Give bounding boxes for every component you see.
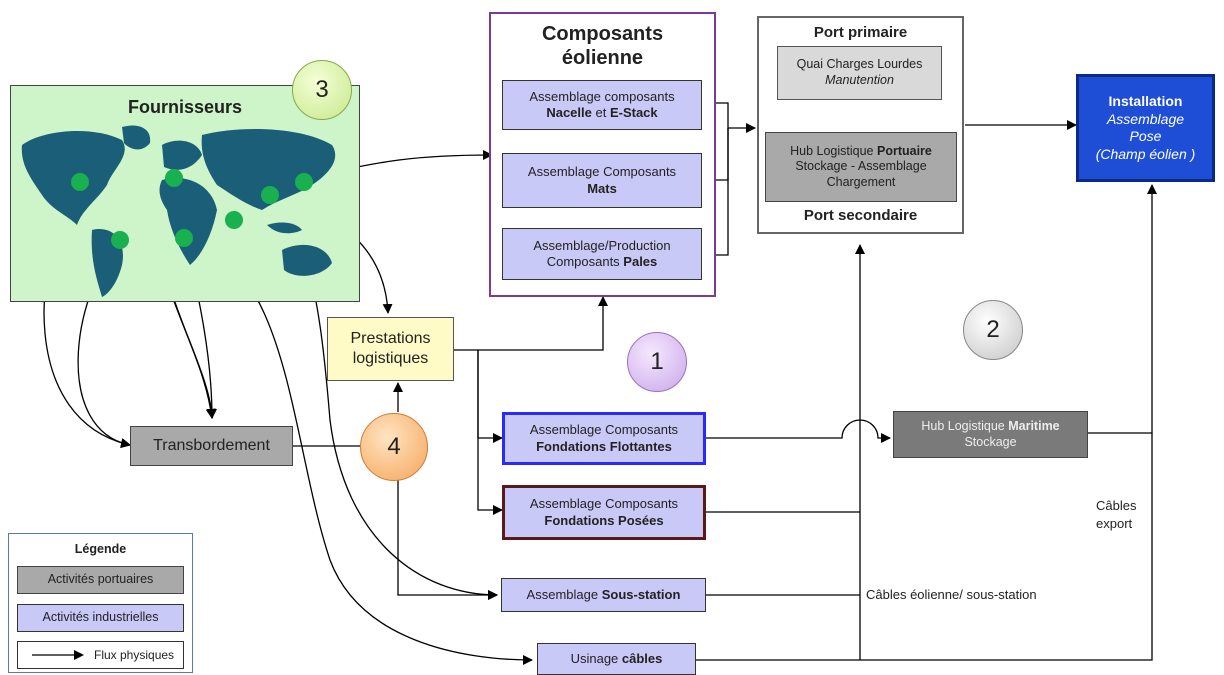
maritime-hub-box: Hub Logistique Maritime Stockage [893,411,1088,458]
posed-foundations-box: Assemblage Composants Fondations Posées [502,485,706,540]
export-cables-label: Câbles export [1096,498,1137,531]
nacelle-box: Assemblage composants Nacelle et E-Stack [502,80,702,130]
marker-3: 3 [292,60,352,120]
port-secondary-title: Port secondaire [803,207,918,225]
substation-box: Assemblage Sous-station [501,578,706,612]
suppliers-title: Fournisseurs [127,97,243,117]
legend: Légende Activités portuaires Activités i… [8,533,193,673]
supplier-dot-europe [165,169,183,187]
legend-title: Légende [74,542,127,556]
legend-flow-item: Flux physiques [17,641,184,669]
supplier-dots [71,169,313,249]
port-primary-title: Port primaire [813,24,908,41]
quay-box: Quai Charges Lourdes Manutention [777,46,942,100]
logistics-box: Prestations logistiques [327,317,454,381]
supplier-dot-china [261,186,279,204]
pales-box: Assemblage/Production Composants Pales [502,228,702,280]
installation-box: Installation Assemblage Pose (Champ éoli… [1076,74,1215,182]
supplier-dot-india [225,211,243,229]
marker-4: 4 [360,413,428,481]
port-hub-box: Hub Logistique Portuaire Stockage - Asse… [765,132,957,202]
supplier-dot-south-america [111,231,129,249]
turbine-cables-label: Câbles éolienne/ sous-station [866,587,1037,602]
transshipment-box: Transbordement [130,426,293,466]
supplier-dot-africa [175,229,193,247]
legend-industrial-swatch: Activités industrielles [17,604,184,632]
marker-2: 2 [963,300,1023,360]
components-title: Composants éolienne [541,23,664,69]
world-map [21,125,336,297]
cables-box: Usinage câbles [537,643,696,675]
legend-port-swatch: Activités portuaires [17,566,184,594]
legend-arrow-icon [32,650,84,660]
supplier-dot-japan [295,173,313,191]
supplier-dot-north-america [71,173,89,191]
mats-box: Assemblage Composants Mats [502,153,702,208]
marker-1: 1 [627,332,687,392]
floating-foundations-box: Assemblage Composants Fondations Flottan… [502,412,706,465]
